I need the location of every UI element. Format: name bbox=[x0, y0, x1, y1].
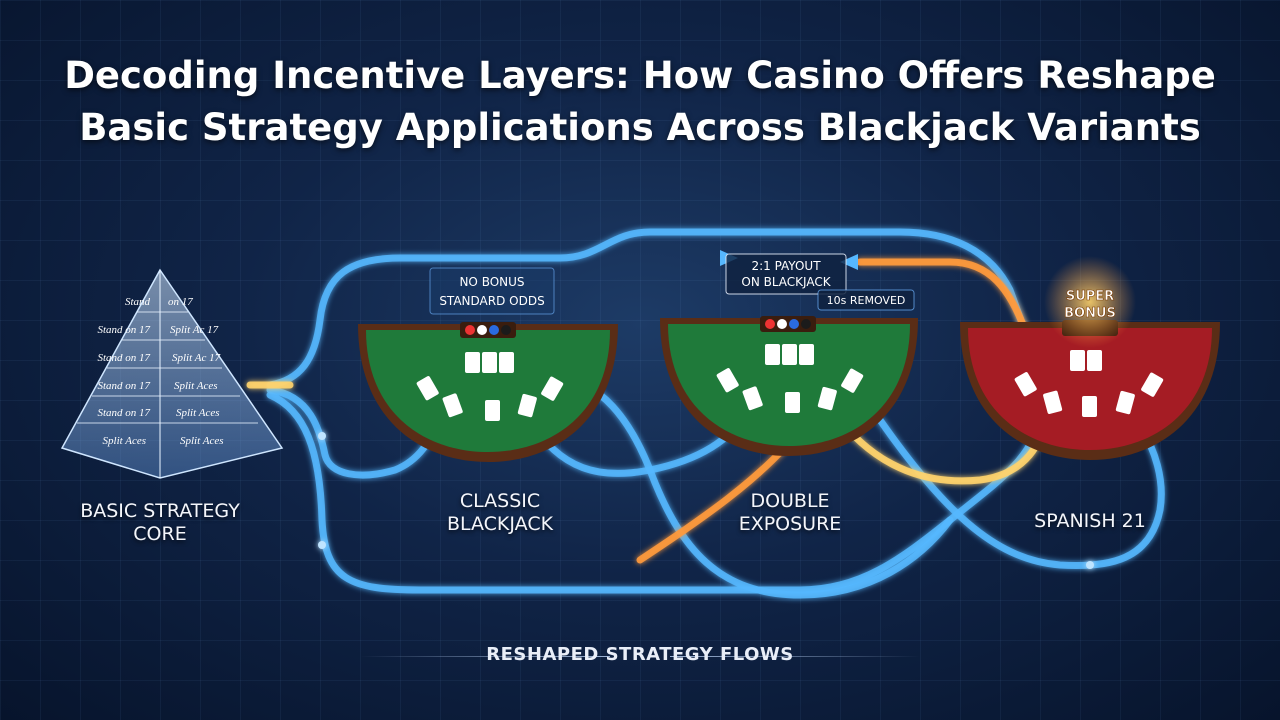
pyramid-layer-6-right: Split Aces bbox=[180, 435, 223, 447]
title-line-1: Decoding Incentive Layers: How Casino Of… bbox=[64, 54, 1216, 97]
pyramid-layer-2-left: Stand on 17 bbox=[97, 324, 150, 336]
label-basic-strategy-core-line2: CORE bbox=[133, 523, 187, 545]
double-card-1 bbox=[765, 344, 780, 365]
label-basic-strategy-core-line1: BASIC STRATEGY bbox=[80, 500, 240, 522]
double-tag-1-line1: 2:1 PAYOUT bbox=[751, 259, 821, 273]
classic-tag-2: STANDARD ODDS bbox=[439, 294, 544, 308]
double-tag-box-2 bbox=[817, 289, 915, 311]
double-chips bbox=[765, 319, 811, 329]
title-line-2: Basic Strategy Applications Across Black… bbox=[79, 106, 1201, 149]
spanish-badge-glow bbox=[1044, 256, 1136, 348]
double-table-felt bbox=[668, 324, 910, 446]
pyramid-layer-4-right: Split Aces bbox=[174, 380, 217, 392]
classic-card-5 bbox=[485, 400, 500, 421]
classic-card-4 bbox=[442, 393, 463, 418]
classic-card-8 bbox=[416, 376, 439, 401]
flow-core-to-classic bbox=[266, 386, 444, 479]
label-double-exposure: DOUBLE EXPOSURE bbox=[700, 490, 880, 536]
flow-core-top-loop bbox=[266, 228, 1034, 389]
pyramid-layer-3-right: Split Ac 17 bbox=[172, 352, 221, 364]
page-title: Decoding Incentive Layers: How Casino Of… bbox=[0, 50, 1280, 154]
pyramid-layer-6-left: Split Aces bbox=[103, 435, 146, 447]
label-double-line1: DOUBLE bbox=[750, 490, 830, 512]
orange-flows bbox=[246, 258, 1049, 564]
flow-node-1 bbox=[318, 432, 326, 440]
label-spanish-line1: SPANISH 21 bbox=[1034, 510, 1146, 532]
double-chip-2 bbox=[777, 319, 787, 329]
flow-double-to-spanish bbox=[876, 416, 1165, 570]
double-chip-3 bbox=[789, 319, 799, 329]
classic-chips bbox=[465, 325, 511, 335]
spanish-badge-line1: SUPER bbox=[1066, 289, 1114, 304]
pyramid-layer-1-left: Stand bbox=[125, 296, 151, 308]
spanish-card-7 bbox=[1014, 372, 1037, 397]
footer-divider-right bbox=[670, 656, 920, 657]
classic-chip-2 bbox=[477, 325, 487, 335]
double-card-4 bbox=[742, 386, 763, 411]
double-tag-box-1 bbox=[725, 253, 847, 295]
label-spanish-21: SPANISH 21 bbox=[1000, 510, 1180, 533]
footer-divider-left bbox=[360, 656, 610, 657]
classic-chip-4 bbox=[501, 325, 511, 335]
table-spanish-21: SUPER BONUS bbox=[960, 256, 1220, 460]
spanish-card-5 bbox=[1115, 390, 1135, 415]
pyramid-layer-5-right: Split Aces bbox=[176, 407, 219, 419]
basic-strategy-pyramid: Stand on 17 Stand on 17 Split Ac 17 Stan… bbox=[60, 268, 284, 479]
pyramid-layer-1-right: on 17 bbox=[168, 296, 193, 308]
classic-card-7 bbox=[541, 376, 564, 401]
footer-caption: RESHAPED STRATEGY FLOWS bbox=[486, 644, 794, 665]
double-chip-rack bbox=[760, 316, 816, 332]
flow-nodes bbox=[318, 432, 1094, 569]
spanish-card-3 bbox=[1043, 390, 1063, 414]
double-card-7 bbox=[841, 368, 864, 393]
spanish-badge-line2: BONUS bbox=[1064, 306, 1116, 321]
pyramid-layer-2-right: Split Ac 17 bbox=[170, 324, 219, 336]
classic-tag-1: NO BONUS bbox=[459, 275, 524, 289]
double-chip-4 bbox=[801, 319, 811, 329]
label-classic-line1: CLASSIC bbox=[459, 490, 541, 512]
table-double-exposure: 2:1 PAYOUT ON BLACKJACK 10s REMOVED bbox=[660, 253, 918, 456]
double-card-6 bbox=[817, 386, 837, 411]
classic-card-6 bbox=[517, 393, 537, 418]
double-card-2 bbox=[782, 344, 797, 365]
label-basic-strategy-core: BASIC STRATEGY CORE bbox=[70, 500, 250, 546]
classic-chip-1 bbox=[465, 325, 475, 335]
double-tag-1-line2: ON BLACKJACK bbox=[741, 275, 831, 289]
arrow-head-2 bbox=[840, 254, 858, 270]
spanish-card-1 bbox=[1070, 350, 1085, 371]
spanish-table-felt bbox=[968, 328, 1212, 450]
flow-classic-long bbox=[556, 376, 954, 599]
double-card-3 bbox=[799, 344, 814, 365]
table-classic-blackjack: NO BONUS STANDARD ODDS bbox=[358, 267, 618, 462]
classic-card-2 bbox=[482, 352, 497, 373]
spanish-card-4 bbox=[1082, 396, 1097, 417]
flow-node-2 bbox=[318, 541, 326, 549]
double-card-5 bbox=[785, 392, 800, 413]
pyramid-layer-3-left: Stand on 17 bbox=[97, 352, 150, 364]
pyramid-layer-5-left: Stand on 17 bbox=[97, 407, 150, 419]
classic-tag-box bbox=[429, 267, 555, 315]
pyramid-layer-4-left: Stand on 17 bbox=[97, 380, 150, 392]
classic-table-felt bbox=[366, 330, 610, 452]
classic-card-3 bbox=[499, 352, 514, 373]
double-card-8 bbox=[716, 368, 739, 393]
pyramid-layer-lines bbox=[77, 311, 258, 424]
label-classic-line2: BLACKJACK bbox=[446, 513, 554, 535]
flow-node-3 bbox=[1086, 561, 1094, 569]
classic-chip-3 bbox=[489, 325, 499, 335]
spanish-card-6 bbox=[1141, 372, 1164, 397]
classic-chip-rack bbox=[460, 322, 516, 338]
double-tag-2: 10s REMOVED bbox=[827, 294, 906, 307]
double-chip-1 bbox=[765, 319, 775, 329]
spanish-card-2 bbox=[1087, 350, 1102, 371]
label-classic-blackjack: CLASSIC BLACKJACK bbox=[410, 490, 590, 536]
flow-core-bottom-loop bbox=[266, 391, 1044, 594]
classic-card-1 bbox=[465, 352, 480, 373]
label-double-line2: EXPOSURE bbox=[738, 513, 842, 535]
